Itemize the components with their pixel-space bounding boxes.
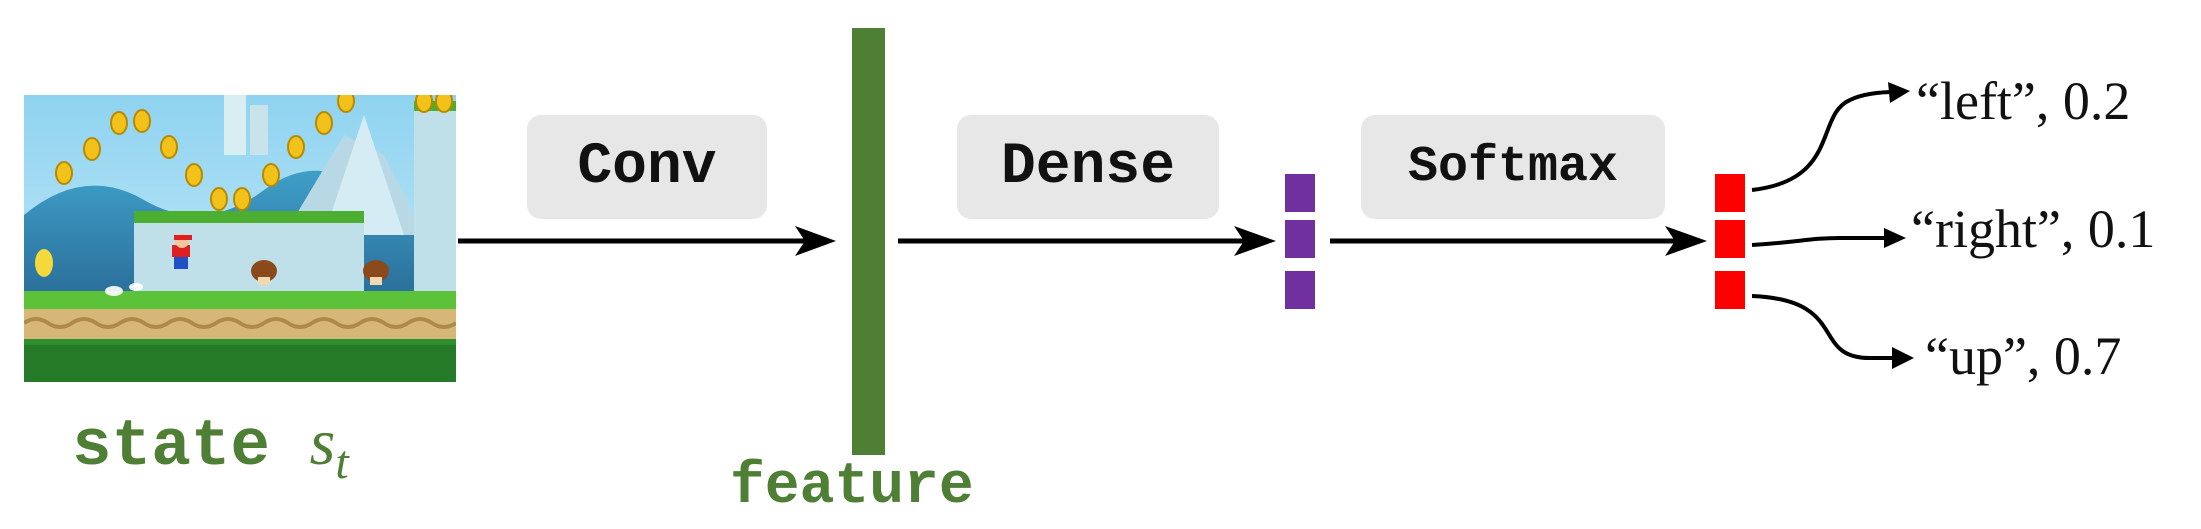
arrow-left-output (1751, 82, 1910, 192)
arrow-softmax (1330, 226, 1707, 256)
softmax-output-cell (1715, 174, 1745, 212)
conv-box: Conv (527, 115, 767, 219)
state-label: state st (72, 405, 349, 489)
dense-box: Dense (957, 115, 1219, 219)
arrow-dense (898, 226, 1276, 256)
game-state-image (24, 95, 456, 382)
output-label-left: “left”, 0.2 (1916, 71, 2131, 131)
arrow-up-output (1751, 294, 1914, 369)
softmax-box: Softmax (1361, 115, 1665, 219)
softmax-output-cell (1715, 220, 1745, 258)
state-word: state (72, 409, 271, 484)
arrow-right-output (1751, 228, 1906, 248)
state-subscript: t (335, 436, 349, 489)
feature-label: feature (730, 455, 974, 520)
output-label-right: “right”, 0.1 (1911, 199, 2156, 259)
feature-vector-bar (852, 28, 885, 455)
state-symbol: s (309, 406, 336, 479)
softmax-output-cell (1715, 271, 1745, 309)
dense-output-cell (1285, 271, 1315, 309)
dense-output-cell (1285, 174, 1315, 212)
arrow-conv (458, 226, 836, 256)
dense-output-cell (1285, 220, 1315, 258)
output-label-up: “up”, 0.7 (1925, 326, 2122, 386)
